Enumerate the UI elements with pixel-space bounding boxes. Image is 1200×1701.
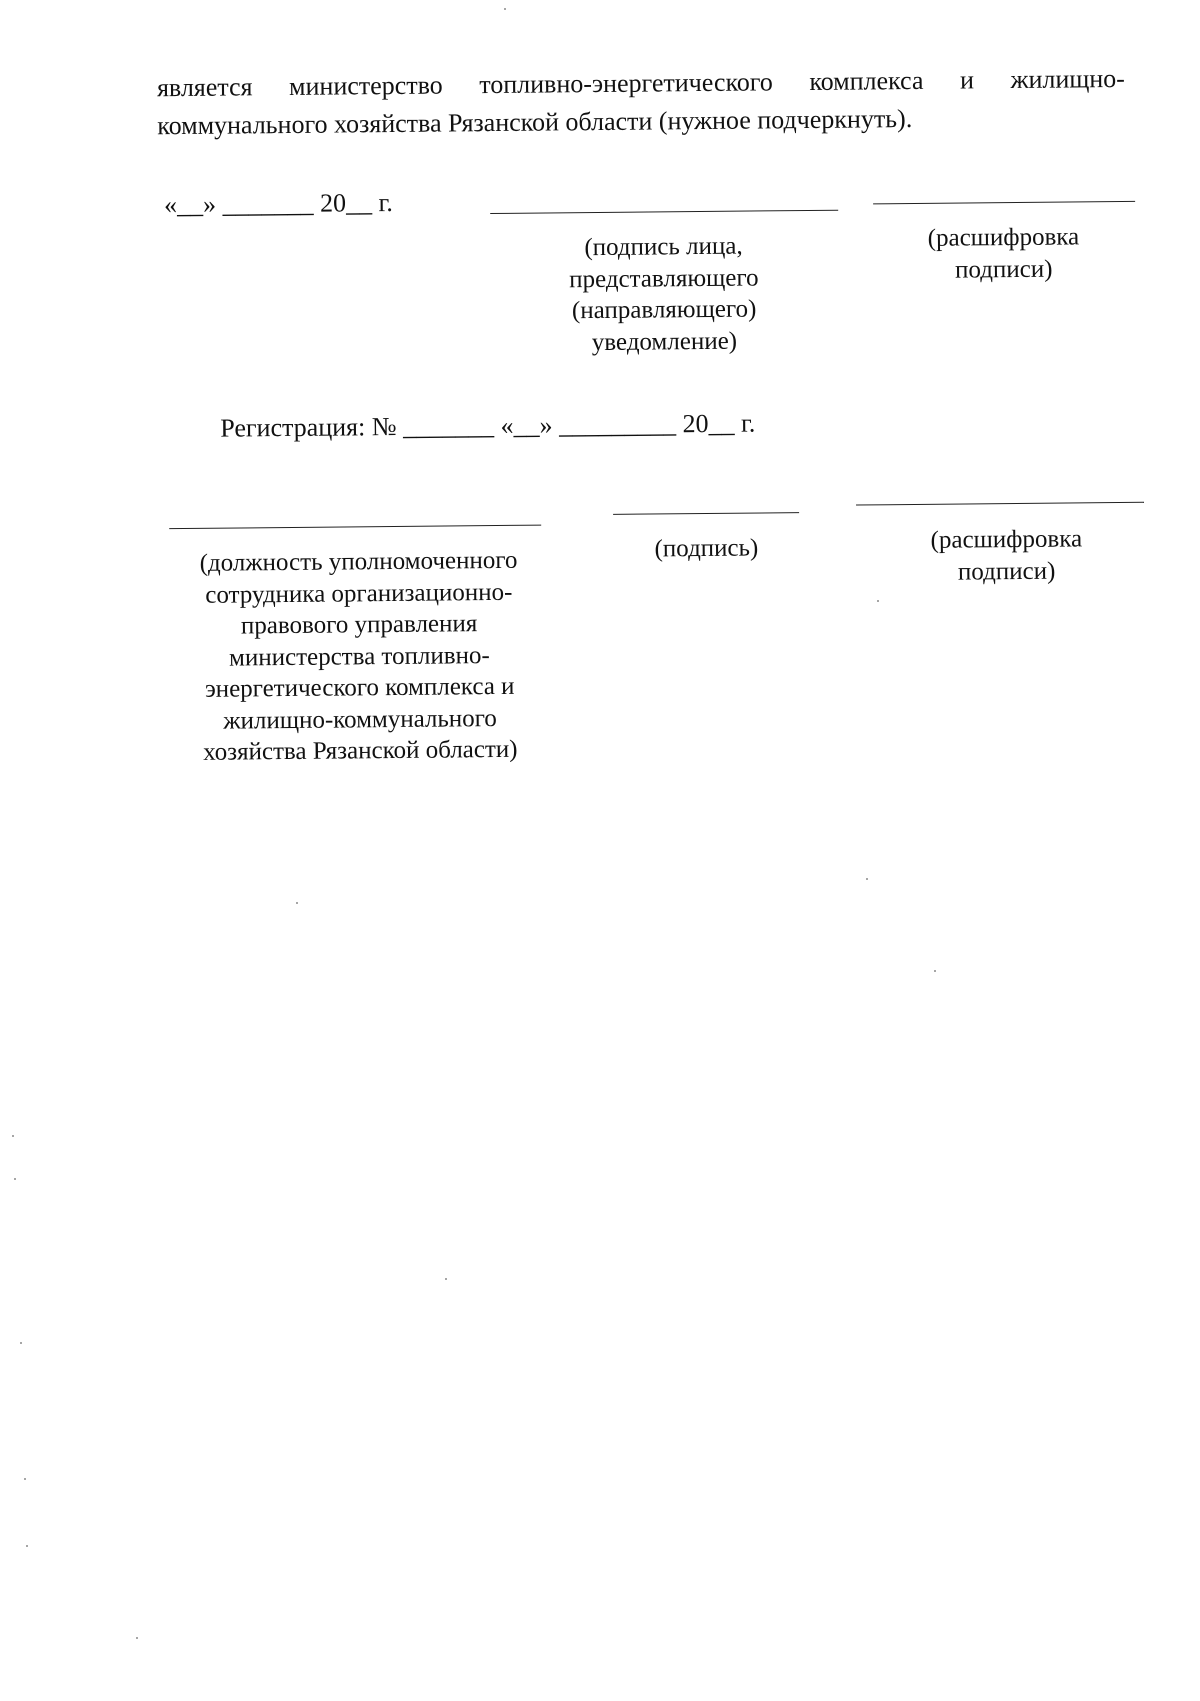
officer-signature-line [613,512,800,515]
officer-decoding-line [856,501,1145,506]
scan-speck [445,1278,447,1280]
scan-speck [14,1178,16,1180]
scan-speck [12,1135,14,1137]
paragraph-word: и [959,65,975,95]
scan-speck [934,970,936,972]
scan-speck [20,1342,22,1344]
paragraph-word: министерство [288,70,443,101]
paragraph-word: топливно-энергетического [479,67,773,100]
paragraph-word: жилищно- [1010,63,1126,95]
officer-position-caption: (должность уполномоченного сотрудника ор… [199,546,518,766]
paragraph-word: является [156,72,253,103]
applicant-decoding-line [873,200,1136,205]
applicant-date-field: «__» _______ 20__ г. [163,187,393,220]
scan-speck [866,878,868,880]
scan-speck [296,902,298,904]
scan-speck [504,8,506,10]
applicant-decoding-caption: (расшифровка подписи) [927,223,1080,284]
applicant-signature-line [490,209,839,215]
paragraph-word: комплекса [809,65,924,96]
officer-position-line [169,524,542,530]
paragraph-line-2: коммунального хозяйства Рязанской област… [157,103,913,141]
officer-signature-caption: (подпись) [654,534,759,563]
scan-speck [136,1637,138,1639]
applicant-signature-caption: (подпись лица, представляющего (направля… [569,232,759,356]
paragraph-line-1: является министерство топливно-энергетич… [157,61,1125,106]
registration-field: Регистрация: № _______ «__» _________ 20… [220,408,756,443]
scan-speck [877,600,879,602]
scan-speck [26,1545,28,1547]
scan-speck [24,1478,26,1480]
officer-decoding-caption: (расшифровка подписи) [930,525,1083,586]
